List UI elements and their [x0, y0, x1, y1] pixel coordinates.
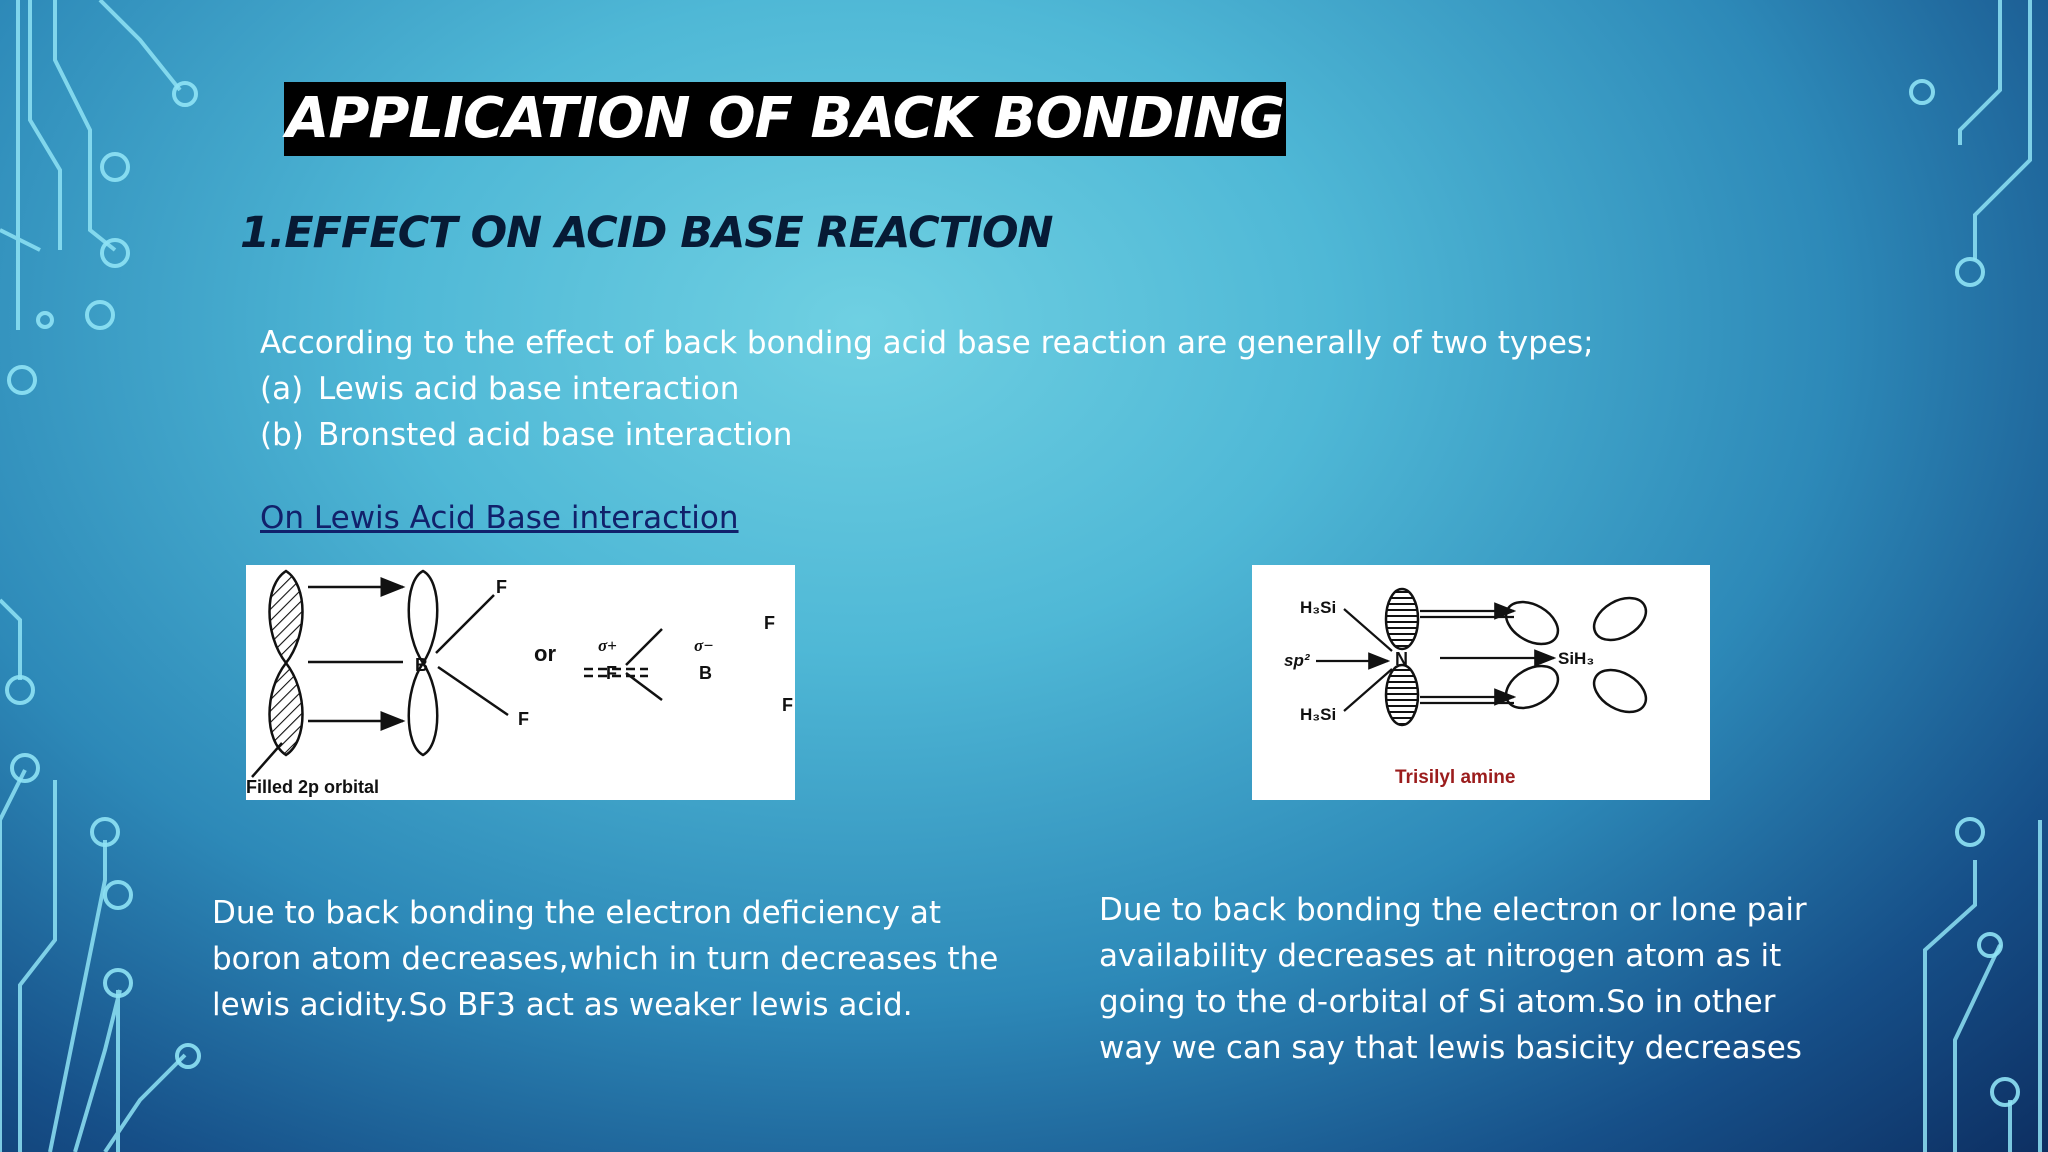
list-item-label: (b) — [260, 417, 304, 453]
sigma-plus-label: σ+ — [598, 636, 617, 655]
intro-text: According to the effect of back bonding … — [260, 325, 1594, 361]
nitrogen-p-orbital — [1384, 587, 1420, 727]
list-item: (b) Bronsted acid base interaction — [260, 412, 792, 458]
silicon-d-orbital — [1504, 596, 1648, 714]
explanation-line: way we can say that lewis basicity decre… — [1099, 1030, 1802, 1066]
fluorine-label: F — [782, 695, 793, 715]
trisilyl-amine-caption: Trisilyl amine — [1395, 767, 1515, 788]
explanation-line: availability decreases at nitrogen atom … — [1099, 938, 1782, 974]
slide-title: APPLICATION OF BACK BONDING — [284, 82, 1286, 156]
nitrogen-label: N — [1395, 649, 1408, 669]
list-item-text: Lewis acid base interaction — [318, 371, 740, 407]
silyl-group-label: H₃Si — [1300, 705, 1336, 724]
filled-2p-orbital — [268, 569, 304, 757]
section-heading: 1.EFFECT ON ACID BASE REACTION — [240, 208, 1054, 258]
list-item-text: Bronsted acid base interaction — [318, 417, 793, 453]
explanation-line: going to the d-orbital of Si atom.So in … — [1099, 984, 1776, 1020]
list-item-label: (a) — [260, 371, 304, 407]
right-explanation: Due to back bonding the electron or lone… — [1099, 887, 1807, 1071]
or-label: or — [534, 641, 556, 666]
fluorine-label: F — [606, 663, 617, 683]
left-explanation: Due to back bonding the electron deficie… — [212, 890, 998, 1028]
fluorine-label: F — [764, 613, 775, 633]
types-list: (a) Lewis acid base interaction (b) Bronst… — [260, 366, 792, 458]
empty-p-orbital — [407, 569, 439, 757]
bf3-back-bonding-diagram: B F F or σ+ σ− F B F F Filled 2p orbital — [246, 565, 795, 800]
explanation-line: Due to back bonding the electron deficie… — [212, 895, 941, 931]
explanation-line: lewis acidity.So BF3 act as weaker lewis… — [212, 987, 913, 1023]
silyl-group-label: H₃Si — [1300, 598, 1336, 617]
boron-label: B — [415, 655, 428, 675]
filled-orbital-caption: Filled 2p orbital — [246, 777, 379, 797]
sigma-minus-label: σ− — [694, 636, 713, 655]
list-item: (a) Lewis acid base interaction — [260, 366, 792, 412]
explanation-line: boron atom decreases,which in turn decre… — [212, 941, 999, 977]
fluorine-label: F — [496, 577, 507, 597]
trisilyl-amine-diagram: H₃Si H₃Si sp² N SiH₃ Trisilyl amine — [1252, 565, 1710, 800]
fluorine-label: F — [518, 709, 529, 729]
boron-label: B — [699, 663, 712, 683]
explanation-line: Due to back bonding the electron or lone… — [1099, 892, 1807, 928]
lewis-interaction-link[interactable]: On Lewis Acid Base interaction — [260, 500, 739, 536]
sp2-label: sp² — [1284, 651, 1311, 670]
silyl-group-label: SiH₃ — [1558, 649, 1594, 668]
